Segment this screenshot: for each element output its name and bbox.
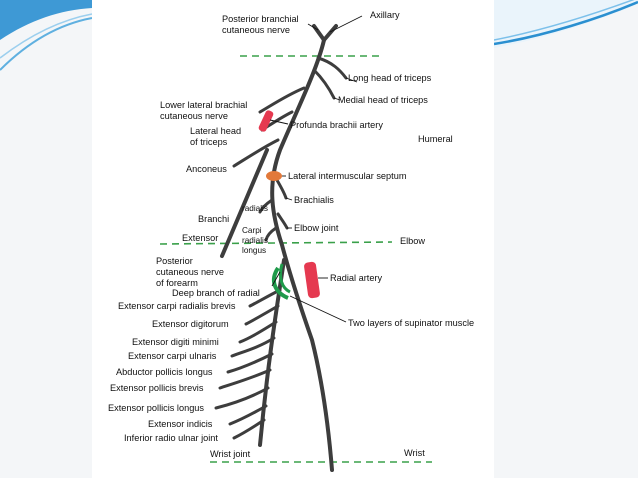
- label-medial-head-triceps: Medial head of triceps: [338, 95, 428, 105]
- label-ext-pollicis-longus: Extensor pollicis longus: [108, 403, 204, 413]
- abd-pollicis-twig: [226, 352, 274, 374]
- profunda-pointer: [269, 119, 289, 125]
- label-abd-pollicis-longus: Abductor pollicis longus: [116, 367, 213, 377]
- label-posterior-brachial-2: cutaneous nerve: [222, 25, 290, 35]
- radial-artery-mark: [304, 261, 320, 299]
- post-brachial-pointer: [307, 23, 319, 31]
- label-elbow-joint: Elbow joint: [294, 223, 339, 233]
- label-posterior-brachial-1: Posterior branchial: [222, 14, 299, 24]
- label-lower-lateral-1: Lower lateral brachial: [160, 100, 247, 110]
- label-two-layers: Two layers of supinator muscle: [348, 318, 474, 328]
- label-ext-carpi-ulnaris: Extensor carpi ulnaris: [128, 351, 217, 361]
- label-radialis2: radialis: [242, 236, 268, 245]
- label-lateral-septum: Lateral intermuscular septum: [288, 171, 407, 181]
- medial-head-branch: [312, 68, 336, 100]
- label-post-cut-1: Posterior: [156, 256, 193, 266]
- medial-head-pointer: [333, 97, 341, 101]
- lower-lateral-branch: [258, 86, 306, 114]
- label-deep-branch: Deep branch of radial: [172, 288, 260, 298]
- ext-carpi-ulnaris-twig: [230, 336, 276, 358]
- radial-nerve-diagram: Axillary Posterior branchial cutaneous n…: [108, 10, 474, 472]
- ext-indicis-twig: [228, 404, 268, 426]
- label-branchi: Branchi: [198, 214, 229, 224]
- label-radial-artery: Radial artery: [330, 273, 382, 283]
- axillary-branch-right: [322, 24, 338, 42]
- label-ext-pollicis-brevis: Extensor pollicis brevis: [110, 383, 204, 393]
- deep-branch-pointer: [271, 271, 281, 287]
- ext-pollicis-longus-twig: [214, 386, 270, 410]
- label-carpi: Carpi: [242, 226, 262, 235]
- label-ext-digiti-minimi: Extensor digiti minimi: [132, 337, 219, 347]
- lateral-septum-mark: [266, 171, 282, 181]
- supinator-layer-inner: [278, 263, 291, 294]
- label-humeral: Humeral: [418, 134, 453, 144]
- label-post-cut-3: of forearm: [156, 278, 198, 288]
- brachioradialis-branch: [258, 198, 274, 214]
- elbow-joint-branch: [276, 212, 289, 230]
- label-anconeus: Anconeus: [186, 164, 227, 174]
- label-longus: longus: [242, 246, 266, 255]
- label-post-cut-2: cutaneous nerve: [156, 267, 224, 277]
- label-elbow: Elbow: [400, 236, 425, 246]
- label-lateral-head-2: of triceps: [190, 137, 228, 147]
- profunda-brachii-artery-mark: [258, 110, 274, 132]
- brachialis-pointer: [285, 197, 293, 201]
- label-lateral-head-1: Lateral head: [190, 126, 241, 136]
- label-brachialis: Brachialis: [294, 195, 334, 205]
- ext-pollicis-brevis-twig: [218, 368, 272, 390]
- supinator-layer-outer: [271, 266, 289, 300]
- elbow-level-line: [159, 241, 393, 245]
- long-head-pointer: [345, 77, 358, 83]
- label-profunda: Profunda brachii artery: [290, 120, 383, 130]
- label-axillary: Axillary: [370, 10, 400, 20]
- label-radialis: radialis: [242, 204, 268, 213]
- diagram-panel: [92, 0, 494, 478]
- deep-branch-trunk: [258, 258, 286, 447]
- label-long-head-triceps: Long head of triceps: [348, 73, 432, 83]
- label-ext-indicis: Extensor indicis: [148, 419, 213, 429]
- ecrl-branch: [264, 226, 278, 242]
- label-ext-digitorum: Extensor digitorum: [152, 319, 229, 329]
- posterior-cutaneous-forearm-nerve: [220, 148, 269, 258]
- label-inferior-radio-ulnar: Inferior radio ulnar joint: [124, 433, 218, 443]
- label-wrist: Wrist: [404, 448, 425, 458]
- label-ecrb: Extensor carpi radialis brevis: [118, 301, 236, 311]
- long-head-branch: [316, 56, 348, 80]
- ext-digiti-minimi-twig: [238, 320, 278, 344]
- axillary-pointer: [329, 15, 363, 33]
- inferior-radio-ulnar-twig: [232, 418, 266, 440]
- radial-nerve-trunk: [270, 38, 334, 472]
- label-extensor: Extensor: [182, 233, 218, 243]
- supinator-pointer: [289, 295, 347, 323]
- ext-digitorum-twig: [244, 304, 280, 326]
- label-wrist-joint: Wrist joint: [210, 449, 251, 459]
- label-lower-lateral-2: cutaneous nerve: [160, 111, 228, 121]
- anconeus-branch: [232, 138, 280, 168]
